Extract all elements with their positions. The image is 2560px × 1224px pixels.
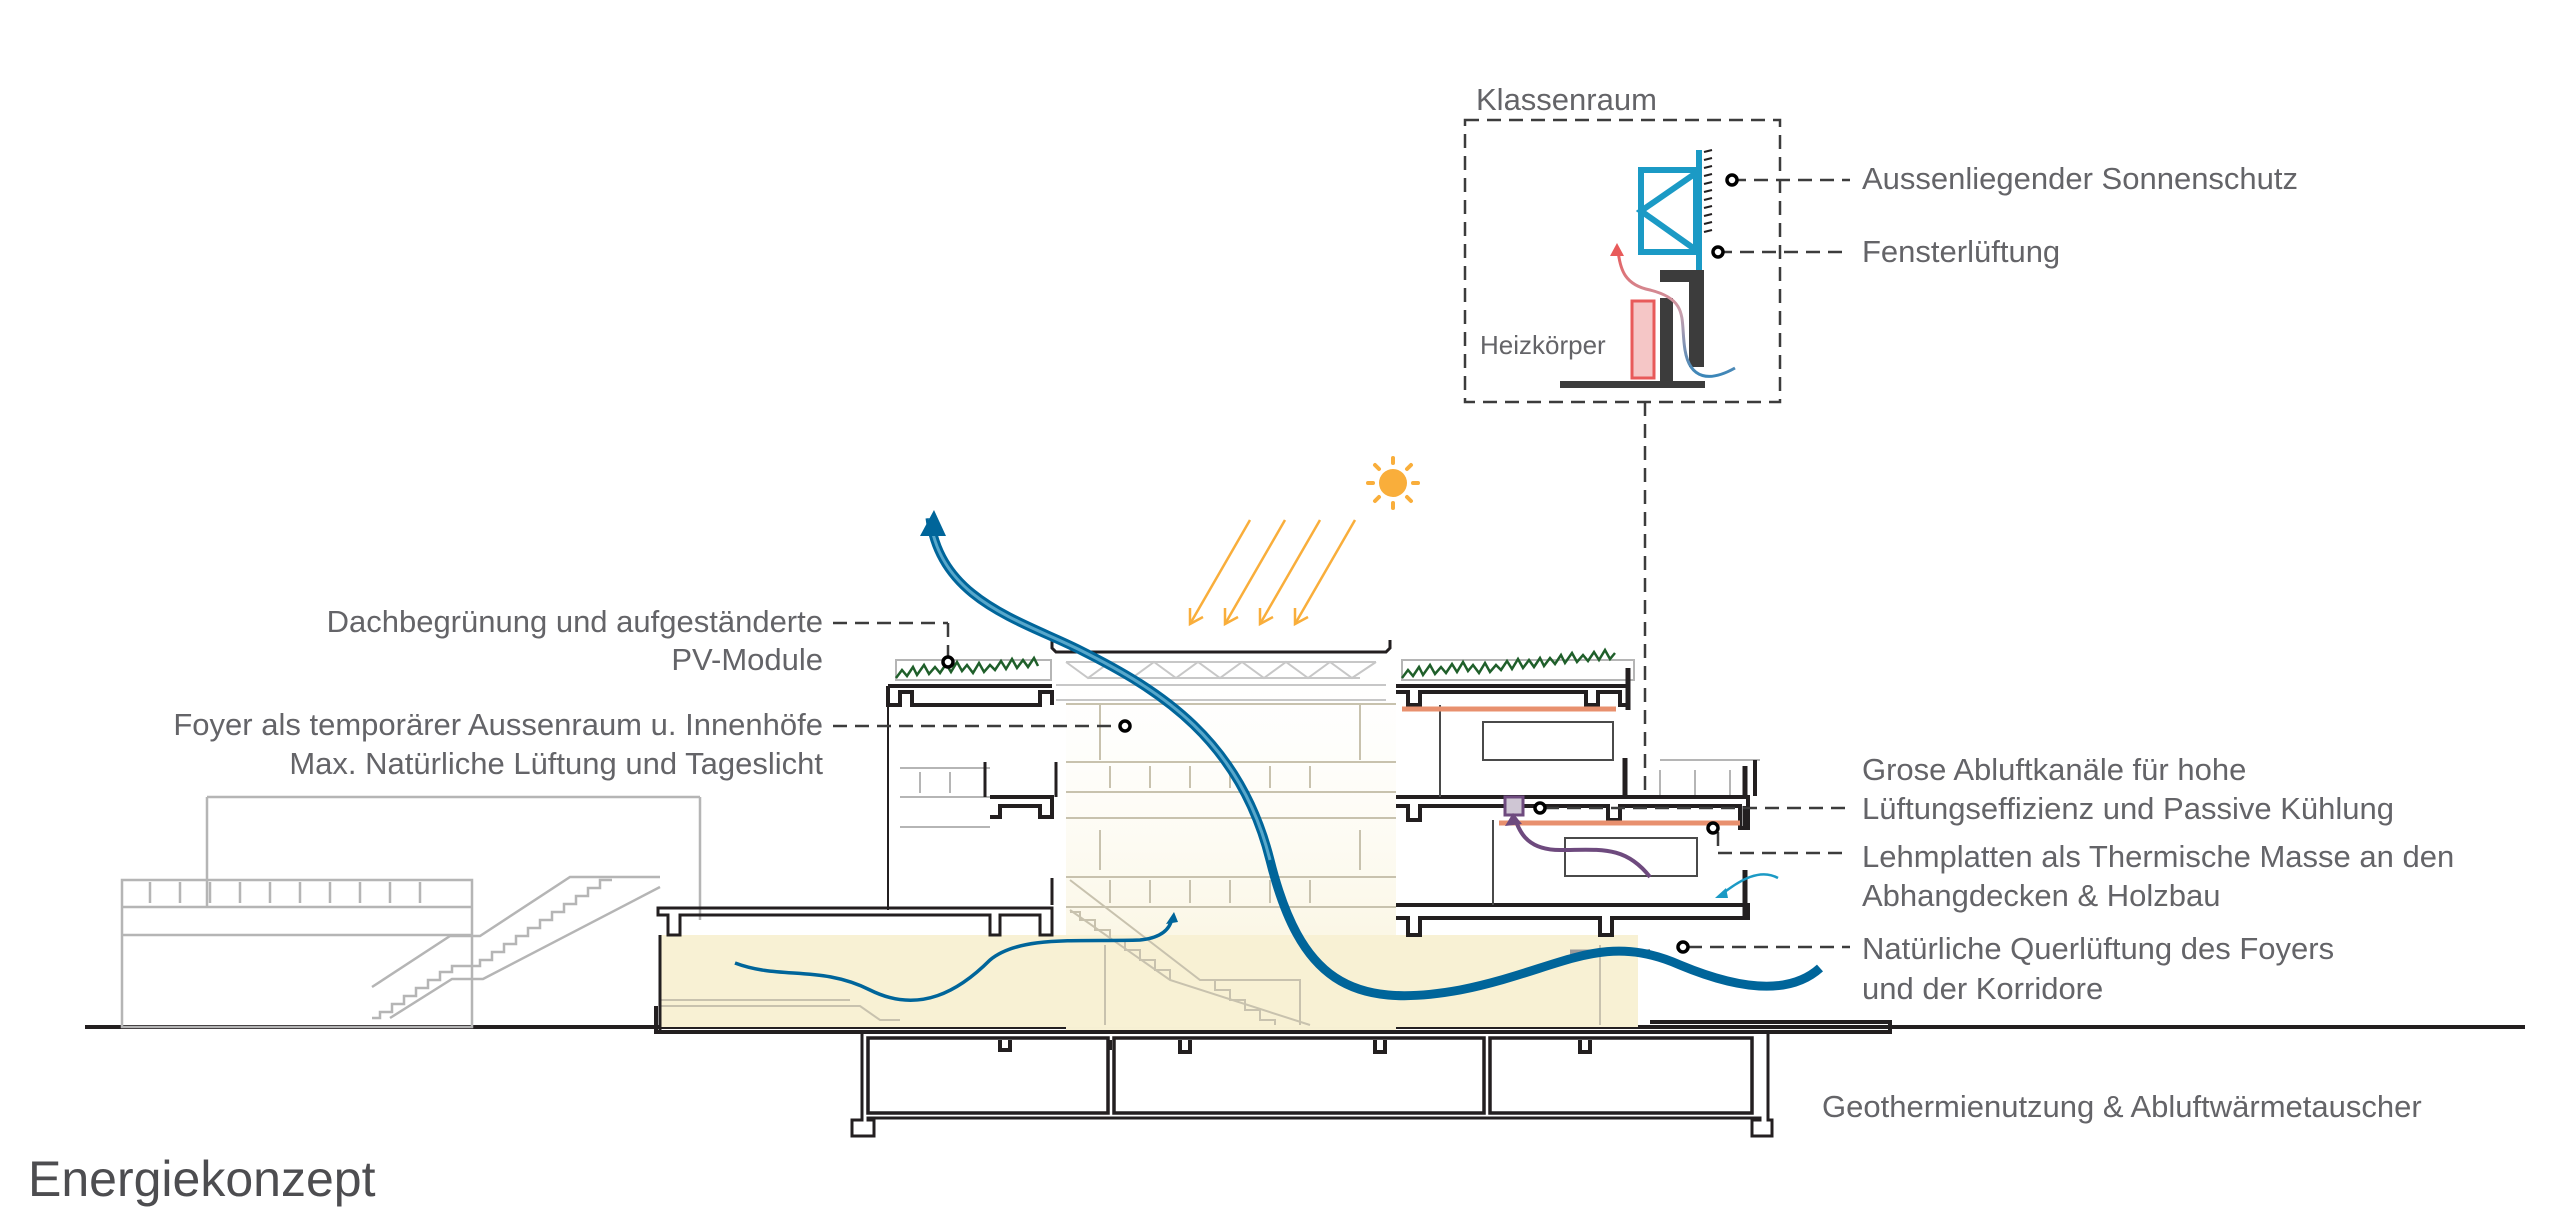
classroom-detail-box	[1463, 118, 1782, 790]
warm-airflow	[1616, 249, 1736, 378]
sun-rays	[1188, 519, 1357, 627]
label-crossvent-line2: und der Korridore	[1862, 971, 2104, 1006]
label-roof-line1: Dachbegrünung und aufgeständerte	[326, 604, 823, 639]
clay-ceiling-panels	[1402, 706, 1740, 826]
label-exhaust-line1: Grose Abluftkanäle für hohe	[1862, 752, 2247, 787]
left-neighbor-building	[120, 795, 702, 1029]
ground-floor-foyer	[660, 935, 1638, 1027]
foyer-interior-lines	[660, 703, 1601, 1026]
diagram-title: Energiekonzept	[28, 1151, 376, 1207]
right-wing-interior	[900, 705, 1760, 905]
sun-icon	[1366, 456, 1420, 510]
foyer-airflow	[734, 917, 1174, 1002]
label-window-ventilation: Fensterlüftung	[1862, 234, 2061, 269]
label-crossvent-line1: Natürliche Querlüftung des Foyers	[1862, 931, 2335, 966]
green-roof-right	[1401, 647, 1635, 681]
window-frame	[1635, 150, 1702, 270]
exhaust-flow-arrow	[1513, 817, 1652, 879]
sunshade-hatch	[1703, 149, 1713, 233]
airflow-arrowhead	[920, 510, 946, 536]
label-foyer-line1: Foyer als temporärer Aussenraum u. Innen…	[173, 707, 823, 742]
detail-title: Klassenraum	[1476, 82, 1657, 117]
inflow-arrow	[1721, 873, 1779, 895]
leader-lines	[833, 178, 1850, 949]
label-clay-line1: Lehmplatten als Thermische Masse an den	[1862, 839, 2455, 874]
label-roof-line2: PV-Module	[671, 642, 823, 677]
label-sunshade: Aussenliegender Sonnenschutz	[1862, 161, 2299, 196]
label-foyer-line2: Max. Natürliche Lüftung und Tageslicht	[289, 746, 823, 781]
radiator	[1630, 299, 1656, 380]
label-clay-line2: Abhangdecken & Holzbau	[1862, 878, 2221, 913]
radiator-label: Heizkörper	[1480, 330, 1606, 360]
leader-dots	[941, 173, 1739, 954]
exhaust-duct	[1503, 795, 1525, 817]
label-geothermal: Geothermienutzung & Abluftwärmetauscher	[1822, 1089, 2422, 1124]
building-structure	[654, 668, 1892, 1138]
label-exhaust-line2: Lüftungseffizienz und Passive Kühlung	[1862, 791, 2394, 826]
green-roof-left	[895, 655, 1052, 681]
